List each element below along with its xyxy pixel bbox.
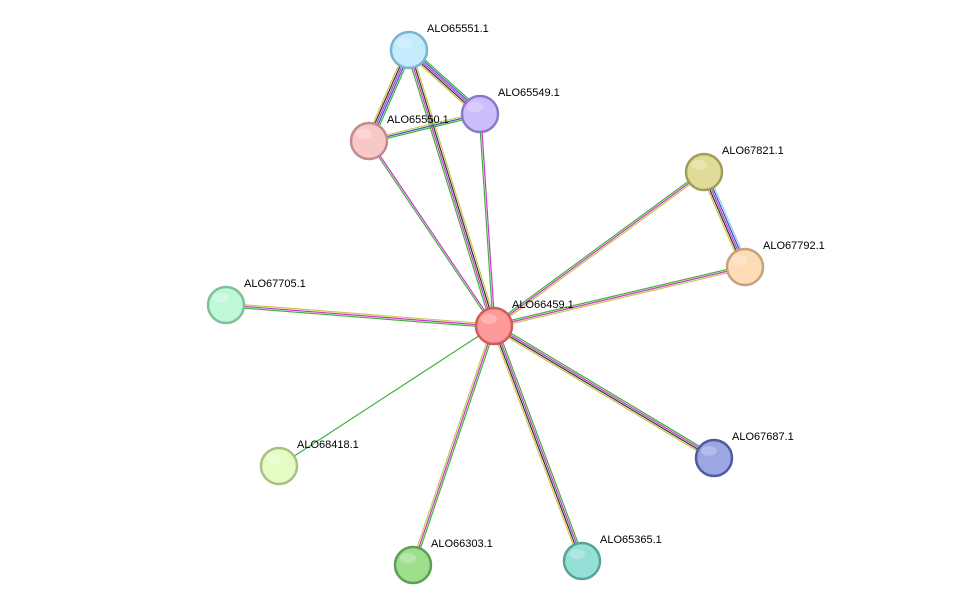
node-highlight: [266, 454, 282, 464]
node-circle[interactable]: [460, 94, 500, 134]
node-highlight: [732, 255, 748, 265]
edge-line: [409, 49, 496, 326]
node-label: ALO65550.1: [387, 114, 449, 126]
edge-line: [494, 325, 584, 561]
node-label: ALO65549.1: [498, 87, 560, 99]
nodes-layer: ALO66459.1 ALO65551.1ALO65549.1ALO65550.1…: [206, 23, 825, 585]
edge-line: [225, 306, 494, 329]
edge-line: [492, 327, 713, 461]
edge-line: [367, 141, 494, 327]
node-highlight: [467, 102, 483, 112]
edge-line: [492, 326, 582, 562]
edge-line: [493, 171, 705, 327]
edge-line: [491, 326, 581, 563]
edge-alo66459-1-alo67705-1[interactable]: [225, 302, 495, 329]
node-label: ALO65551.1: [427, 23, 489, 35]
node-highlight: [481, 314, 497, 324]
node-alo67821-1[interactable]: ALO67821.1: [684, 145, 784, 192]
node-label: ALO65365.1: [600, 534, 662, 546]
edge-line: [412, 325, 495, 566]
edge-line: [493, 266, 746, 327]
node-highlight: [396, 38, 412, 48]
node-circle[interactable]: [393, 545, 433, 585]
node-circle[interactable]: [206, 285, 246, 325]
node-highlight: [400, 553, 416, 563]
node-circle[interactable]: [694, 438, 734, 478]
edge-alo66459-1-alo67792-1[interactable]: [493, 264, 746, 329]
node-alo67687-1[interactable]: ALO67687.1: [694, 431, 794, 478]
edge-line: [410, 49, 498, 326]
node-circle[interactable]: [389, 30, 429, 70]
node-circle[interactable]: [474, 306, 514, 346]
edge-line: [410, 325, 493, 565]
edge-alo66459-1-alo65551-1[interactable]: [405, 49, 498, 327]
node-highlight: [701, 446, 717, 456]
edge-alo66459-1-alo68418-1[interactable]: [278, 325, 495, 467]
node-circle[interactable]: [349, 121, 389, 161]
edge-line: [478, 114, 494, 327]
node-label: ALO66303.1: [431, 538, 493, 550]
edge-line: [278, 325, 495, 467]
edge-line: [494, 324, 715, 458]
node-alo66459-1[interactable]: ALO66459.1: [474, 299, 574, 346]
node-alo66303-1[interactable]: ALO66303.1: [393, 538, 493, 585]
edge-line: [407, 50, 494, 327]
node-alo67705-1[interactable]: ALO67705.1: [206, 278, 306, 325]
node-alo67792-1[interactable]: ALO67792.1: [725, 240, 825, 287]
edge-line: [480, 113, 496, 326]
edge-alo66459-1-alo67821-1[interactable]: [492, 170, 706, 328]
edge-line: [405, 50, 493, 327]
node-alo68418-1[interactable]: ALO68418.1: [259, 439, 359, 486]
edge-line: [494, 172, 706, 328]
edge-alo66459-1-alo65365-1[interactable]: [491, 324, 585, 563]
node-highlight: [213, 293, 229, 303]
edge-line: [226, 302, 495, 325]
node-circle[interactable]: [684, 152, 724, 192]
edge-alo66459-1-alo65549-1[interactable]: [478, 113, 496, 327]
node-alo65551-1[interactable]: ALO65551.1: [389, 23, 489, 70]
edge-line: [493, 264, 745, 325]
node-alo65549-1[interactable]: ALO65549.1: [460, 87, 560, 134]
node-label: ALO67705.1: [244, 278, 306, 290]
node-highlight: [356, 129, 372, 139]
edge-line: [225, 304, 495, 327]
edge-alo66459-1-alo66303-1[interactable]: [410, 325, 497, 566]
node-circle[interactable]: [259, 446, 299, 486]
node-circle[interactable]: [725, 247, 765, 287]
edge-line: [495, 323, 716, 457]
node-highlight: [691, 160, 707, 170]
node-label: ALO67792.1: [763, 240, 825, 252]
edge-alo66459-1-alo67687-1[interactable]: [492, 323, 716, 461]
node-circle[interactable]: [562, 541, 602, 581]
node-label: ALO68418.1: [297, 439, 359, 451]
edge-alo66459-1-alo65550-1[interactable]: [367, 140, 496, 327]
node-label: ALO67821.1: [722, 145, 784, 157]
edge-line: [493, 326, 714, 460]
edge-line: [414, 326, 497, 566]
edge-line: [494, 268, 746, 329]
edge-line: [495, 324, 585, 561]
node-label: ALO67687.1: [732, 431, 794, 443]
node-alo65365-1[interactable]: ALO65365.1: [562, 534, 662, 581]
node-label: ALO66459.1: [512, 299, 574, 311]
edge-line: [369, 140, 496, 326]
edge-line: [492, 170, 704, 326]
node-alo65550-1[interactable]: ALO65550.1: [349, 114, 449, 161]
node-highlight: [569, 549, 585, 559]
